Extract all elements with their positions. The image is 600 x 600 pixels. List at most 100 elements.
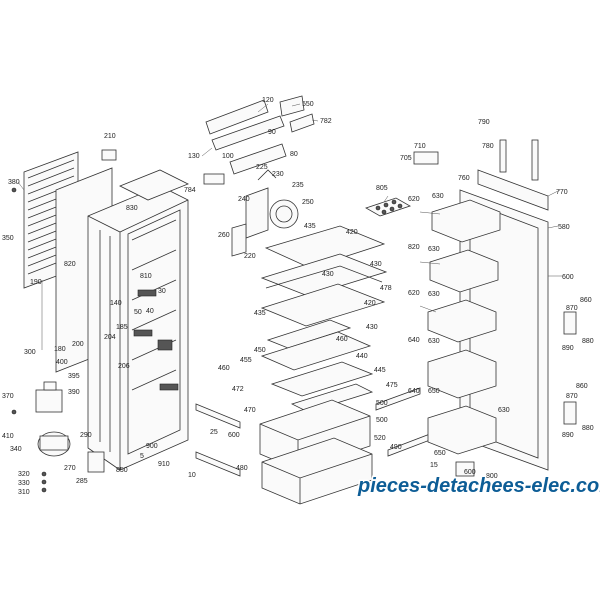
part-label-390: 390 — [68, 389, 80, 396]
part-label-40: 40 — [146, 308, 154, 315]
part-label-880b: 880 — [582, 425, 594, 432]
part-label-370: 370 — [2, 393, 14, 400]
part-label-430b: 430 — [322, 271, 334, 278]
part-label-270: 270 — [64, 465, 76, 472]
part-label-500: 500 — [376, 400, 388, 407]
part-label-25: 25 — [210, 429, 218, 436]
part-label-190: 190 — [30, 279, 42, 286]
fan-housing — [231, 169, 299, 257]
part-label-5: 5 — [140, 453, 144, 460]
relay-box — [87, 451, 105, 473]
part-label-330: 330 — [18, 480, 30, 487]
part-label-650b: 650 — [434, 450, 446, 457]
control-panel — [203, 95, 315, 185]
part-label-620b: 620 — [408, 290, 420, 297]
part-label-890: 890 — [562, 345, 574, 352]
door-bins — [427, 199, 501, 455]
part-label-784: 784 — [184, 187, 196, 194]
screws-left — [11, 187, 47, 493]
part-label-640: 640 — [408, 337, 420, 344]
part-label-204: 204 — [104, 334, 116, 341]
part-label-760: 760 — [458, 175, 470, 182]
part-label-130: 130 — [188, 153, 200, 160]
part-label-440: 440 — [356, 353, 368, 360]
part-label-910: 910 — [158, 461, 170, 468]
part-label-435: 435 — [304, 223, 316, 230]
part-label-805: 805 — [376, 185, 388, 192]
part-label-820b: 820 — [64, 261, 76, 268]
part-label-350: 350 — [2, 235, 14, 242]
part-label-782: 782 — [320, 118, 332, 125]
part-label-820: 820 — [408, 244, 420, 251]
part-label-100: 100 — [222, 153, 234, 160]
part-label-230: 230 — [272, 171, 284, 178]
part-label-300: 300 — [24, 349, 36, 356]
part-label-860b: 860 — [576, 383, 588, 390]
door-hinges — [455, 311, 577, 477]
part-label-90: 90 — [268, 129, 276, 136]
part-label-600: 600 — [562, 274, 574, 281]
part-label-50: 50 — [134, 309, 142, 316]
part-label-430c: 430 — [366, 324, 378, 331]
part-label-790: 790 — [478, 119, 490, 126]
part-label-800: 800 — [486, 473, 498, 480]
part-label-395: 395 — [68, 373, 80, 380]
part-label-710: 710 — [414, 143, 426, 150]
part-label-10: 10 — [188, 472, 196, 479]
part-label-460: 460 — [336, 336, 348, 343]
watermark-text: pieces-detachees-elec.com — [357, 475, 600, 497]
part-label-185: 185 — [116, 324, 128, 331]
part-label-630c: 630 — [428, 291, 440, 298]
part-label-120: 120 — [262, 97, 274, 104]
part-label-630d: 630 — [428, 338, 440, 345]
part-label-15: 15 — [430, 462, 438, 469]
part-label-478: 478 — [380, 285, 392, 292]
part-label-860: 860 — [580, 297, 592, 304]
part-label-445: 445 — [374, 367, 386, 374]
part-label-206: 206 — [118, 363, 130, 370]
part-label-470: 470 — [244, 407, 256, 414]
part-label-650: 650 — [428, 388, 440, 395]
part-label-455: 455 — [240, 357, 252, 364]
part-label-890b: 890 — [562, 432, 574, 439]
part-label-475: 475 — [386, 382, 398, 389]
part-label-770: 770 — [556, 189, 568, 196]
part-label-630b: 630 — [428, 246, 440, 253]
part-label-870b: 870 — [566, 393, 578, 400]
leader-lines — [17, 103, 562, 313]
cabinet — [87, 169, 189, 471]
part-label-780: 780 — [482, 143, 494, 150]
part-label-830: 830 — [126, 205, 138, 212]
part-label-140: 140 — [110, 300, 122, 307]
part-label-260: 260 — [218, 232, 230, 239]
part-label-430: 430 — [370, 261, 382, 268]
drawer-rails — [195, 387, 431, 477]
part-label-290: 290 — [80, 432, 92, 439]
part-label-460b: 460 — [218, 365, 230, 372]
part-label-705: 705 — [400, 155, 412, 162]
part-label-250: 250 — [302, 199, 314, 206]
part-label-285: 285 — [76, 478, 88, 485]
part-label-630: 630 — [432, 193, 444, 200]
part-label-550: 550 — [302, 101, 314, 108]
part-label-600c: 600 — [464, 469, 476, 476]
part-label-320: 320 — [18, 471, 30, 478]
part-label-420b: 420 — [364, 300, 376, 307]
part-label-420: 420 — [346, 229, 358, 236]
part-label-630e: 630 — [498, 407, 510, 414]
part-label-870: 870 — [566, 305, 578, 312]
part-label-200: 200 — [72, 341, 84, 348]
glass-shelves — [260, 225, 388, 413]
part-label-310: 310 — [18, 489, 30, 496]
part-label-435b: 435 — [254, 310, 266, 317]
part-label-380: 380 — [8, 179, 20, 186]
compressor — [37, 431, 71, 457]
part-label-880: 880 — [582, 338, 594, 345]
part-label-600b: 600 — [228, 432, 240, 439]
part-label-640b: 640 — [408, 388, 420, 395]
part-label-580: 580 — [558, 224, 570, 231]
part-label-235: 235 — [292, 182, 304, 189]
part-label-340: 340 — [10, 446, 22, 453]
crisper-drawers — [259, 399, 373, 505]
